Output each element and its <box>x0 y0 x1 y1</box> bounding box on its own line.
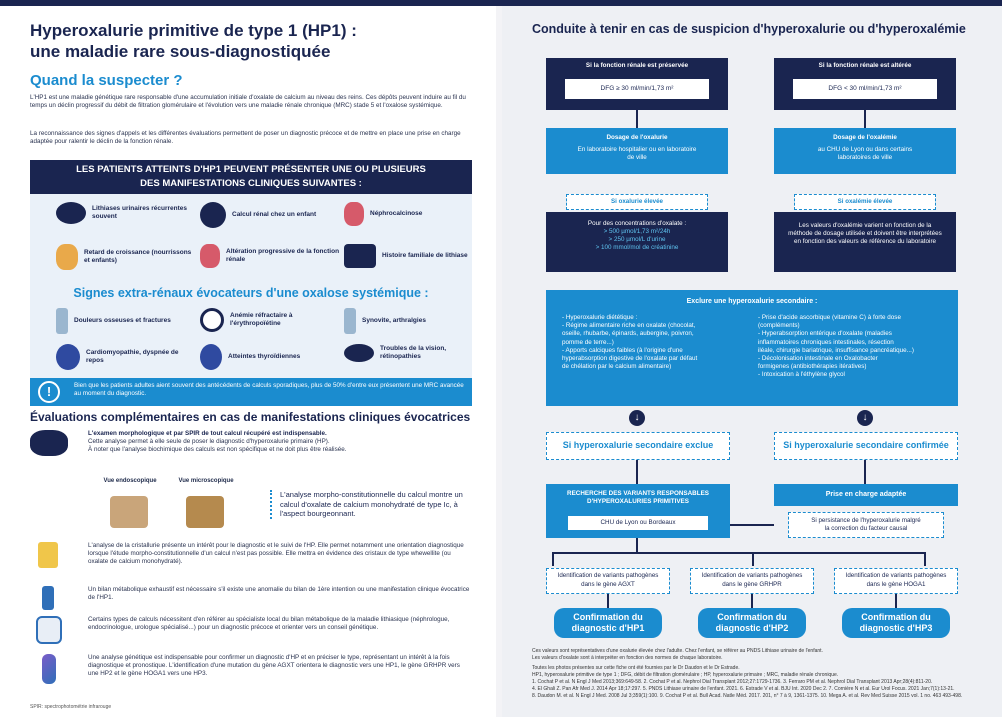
microscopic-image <box>186 496 224 528</box>
arrow-down-icon: ↓ <box>629 410 645 426</box>
manifestation-item: Néphrocalcinose <box>344 202 484 226</box>
reference-note-2: Les valeurs d'oxalate sont à interpréter… <box>532 655 723 661</box>
left-page: Hyperoxalurie primitive de type 1 (HP1) … <box>0 6 496 717</box>
reference-list-1: 1. Cochat P et al. N Engl J Med 2013;369… <box>532 679 933 685</box>
col1-eleve: Si oxalurie élevée <box>566 194 708 210</box>
confirm-hp3: Confirmation du diagnostic d'HP3 <box>842 608 950 638</box>
ident-hoga1: Identification de variants pathogènes da… <box>834 568 958 594</box>
intro-paragraph-1: L'HP1 est une maladie génétique rare res… <box>30 94 466 110</box>
col2-dosage: Dosage de l'oxalémie au CHU de Lyon ou d… <box>774 128 956 174</box>
evaluations-title: Évaluations complémentaires en cas de ma… <box>30 410 471 424</box>
ident-agxt: Identification de variants pathogènes da… <box>546 568 670 594</box>
extra-renal-item: Synovite, arthralgies <box>344 308 484 334</box>
info-callout: ! Bien que les patients adultes aient so… <box>30 378 472 406</box>
magnifier-icon <box>200 308 224 332</box>
col2-dfg: DFG < 30 ml/min/1,73 m² <box>792 78 938 100</box>
persistence-note: Si persistance de l'hyperoxalurie malgré… <box>788 512 944 538</box>
right-page: Conduite à tenir en cas de suspicion d'h… <box>502 6 1002 717</box>
kidneys-icon <box>200 244 220 268</box>
reference-list-3: 8. Daudon M. et al. N Engl J Med. 2008 J… <box>532 693 963 699</box>
col1-concentrations: Pour des concentrations d'oxalate : > 50… <box>546 212 728 272</box>
family-icon <box>344 244 376 268</box>
kidney-icon <box>344 202 364 226</box>
kidney-stones-icon <box>56 202 86 224</box>
reference-list-2: 4. El Ghali Z. Pan Afr Med J. 2014 Apr 1… <box>532 686 955 692</box>
extra-renal-item: Atteintes thyroïdiennes <box>200 344 340 370</box>
eye-icon <box>344 344 374 362</box>
arrow-down-icon: ↓ <box>857 410 873 426</box>
stone-icon <box>30 430 68 456</box>
bone-icon <box>56 308 68 334</box>
col1-dosage: Dosage de l'oxalurie En laboratoire hosp… <box>546 128 728 174</box>
baby-icon <box>56 244 78 270</box>
extra-renal-title: Signes extra-rénaux évocateurs d'une oxa… <box>73 286 429 300</box>
secondary-confirmed: Si hyperoxalurie secondaire confirmée <box>774 432 958 460</box>
exclusion-left: - Hyperoxalurie diététique : - Régime al… <box>562 314 698 371</box>
test-tube-icon <box>42 586 54 610</box>
exclusion-box: Exclure une hyperoxalurie secondaire : -… <box>546 290 958 406</box>
intro-paragraph-2: La reconnaissance des signes d'appels et… <box>30 130 461 146</box>
confirm-hp2: Confirmation du diagnostic d'HP2 <box>698 608 806 638</box>
doctors-icon <box>36 616 62 644</box>
manifestations-panel <box>30 194 472 404</box>
reference-note-3: Toutes les photos présentes sur cette fi… <box>532 665 740 671</box>
eval-specialist: Certains types de calculs nécessitent d'… <box>30 616 472 646</box>
manifestation-item: Retard de croissance (nourrissons et enf… <box>56 244 196 270</box>
extra-renal-item: Cardiomyopathie, dyspnée de repos <box>56 344 196 370</box>
sample-tube-icon <box>38 542 58 568</box>
chu-label: CHU de Lyon ou Bordeaux <box>568 516 708 530</box>
top-banner <box>0 0 1002 6</box>
page-title: Hyperoxalurie primitive de type 1 (HP1) … <box>30 21 357 61</box>
eval-crystalluria: L'analyse de la cristallurie présente un… <box>30 542 472 578</box>
extra-renal-item: Douleurs osseuses et fractures <box>56 308 196 334</box>
section-when-suspect: Quand la suspecter ? <box>30 72 183 89</box>
col1-dfg: DFG ≥ 30 ml/min/1,73 m² <box>564 78 710 100</box>
manifestation-item: Lithiases urinaires récurrentes souvent <box>56 202 196 224</box>
col2-eleve: Si oxalémie élevée <box>794 194 936 210</box>
eval-genetic: Une analyse génétique est indispensable … <box>30 654 472 688</box>
extra-renal-item: Anémie réfractaire à l'érythropoïétine <box>200 308 340 332</box>
dna-icon <box>42 654 56 684</box>
reference-note-1: Ces valeurs sont représentatives d'une o… <box>532 648 823 654</box>
reference-note-4: HP1, hyperoxalurie primitive de type 1 ;… <box>532 672 839 678</box>
exclamation-icon: ! <box>38 381 60 403</box>
heart-icon <box>56 344 80 370</box>
confirm-hp1: Confirmation du diagnostic d'HP1 <box>554 608 662 638</box>
manifestation-item: Calcul rénal chez un enfant <box>200 202 340 228</box>
adapted-care: Prise en charge adaptée <box>774 484 958 506</box>
col2-text: Les valeurs d'oxalémie varient en foncti… <box>774 212 956 272</box>
footnote: SPIR: spectrophotométrie infrarouge <box>30 704 112 710</box>
extra-renal-item: Troubles de la vision, rétinopathies <box>344 344 484 362</box>
eval-morphology: L'examen morphologique et par SPIR de to… <box>30 430 472 470</box>
endoscopic-image <box>110 496 148 528</box>
analysis-quote: L'analyse morpho-constitutionnelle du ca… <box>270 490 470 519</box>
child-icon <box>200 202 226 228</box>
manifestation-item: Altération progressive de la fonction ré… <box>200 244 340 268</box>
flowchart-title: Conduite à tenir en cas de suspicion d'h… <box>532 22 966 36</box>
manifestation-item: Histoire familiale de lithiase <box>344 244 484 268</box>
joint-icon <box>344 308 356 334</box>
exclusion-right: - Prise d'acide ascorbique (vitamine C) … <box>758 314 914 379</box>
thumb-label-endoscopic: Vue endoscopique <box>103 478 157 484</box>
eval-metabolic: Un bilan métabolique exhaustif est néces… <box>30 586 472 610</box>
secondary-excluded: Si hyperoxalurie secondaire exclue <box>546 432 730 460</box>
thumb-label-microscopic: Vue microscopique <box>178 478 234 484</box>
manifestations-banner: LES PATIENTS ATTEINTS D'HP1 PEUVENT PRÉS… <box>30 160 472 194</box>
ident-grhpr: Identification de variants pathogènes da… <box>690 568 814 594</box>
thyroid-icon <box>200 344 222 370</box>
